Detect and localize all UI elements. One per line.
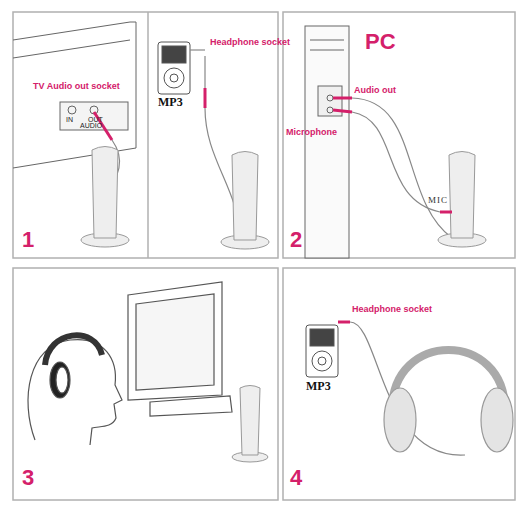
socket-label: Microphone xyxy=(286,128,337,138)
socket-label: MIC xyxy=(428,196,448,206)
device-label: PC xyxy=(365,30,396,54)
socket-label: Audio out xyxy=(354,86,396,96)
device-label: MP3 xyxy=(158,96,183,109)
socket-label: Headphone socket xyxy=(352,305,432,315)
callout-number: 4 xyxy=(290,466,302,490)
jack-label: IN xyxy=(66,116,73,124)
socket-label: TV Audio out socket xyxy=(33,82,120,92)
callout-number: 1 xyxy=(22,228,34,252)
socket-label: Headphone socket xyxy=(210,38,290,48)
jack-label: AUDIO xyxy=(80,122,102,130)
callout-number: 2 xyxy=(290,228,302,252)
callout-number: 3 xyxy=(22,466,34,490)
device-label: MP3 xyxy=(306,380,331,393)
